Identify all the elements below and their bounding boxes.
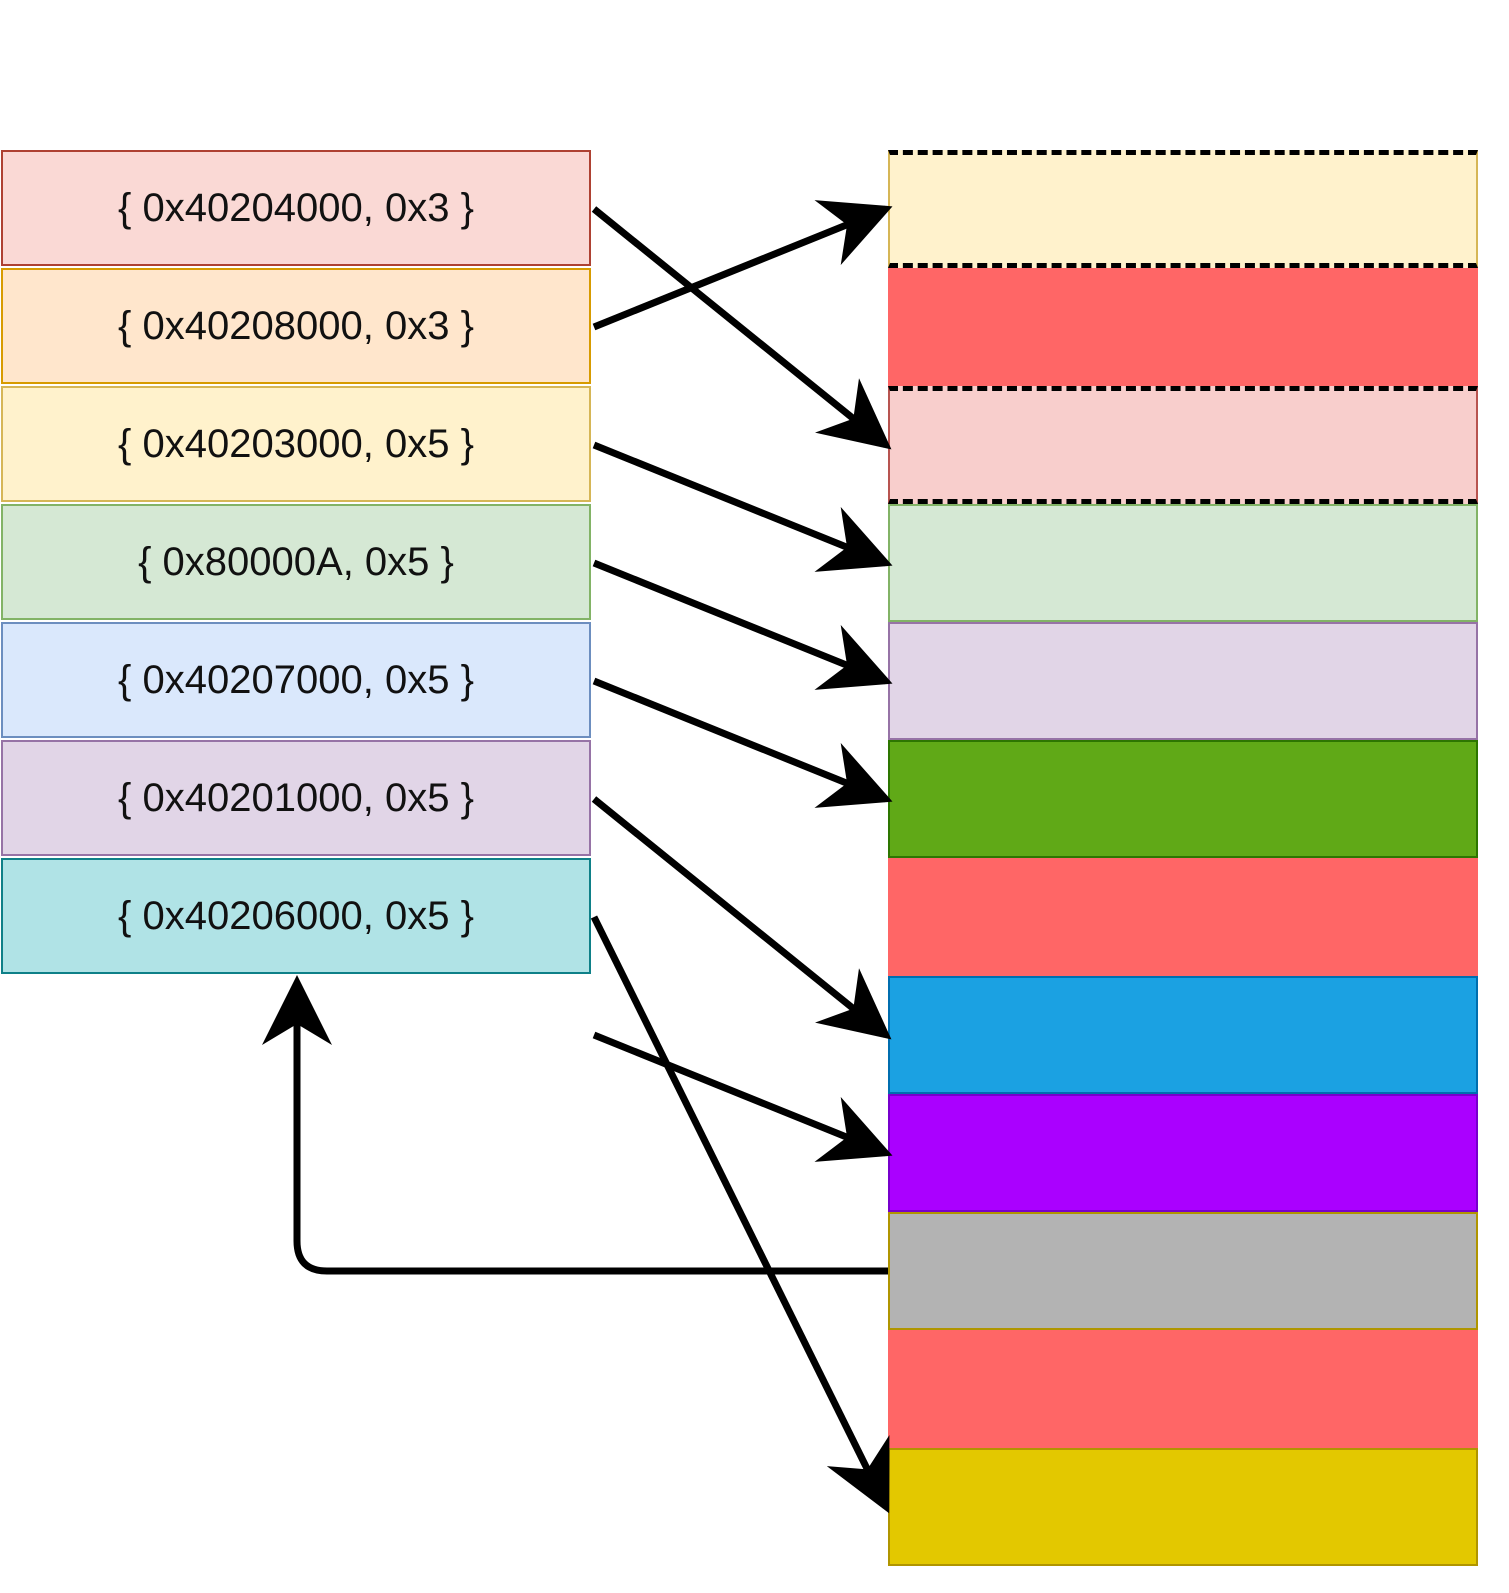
memory-block-8 (888, 1094, 1478, 1212)
memory-block-6 (888, 858, 1478, 976)
arrow-7 (592, 1031, 893, 1162)
arrow-5 (591, 796, 892, 1040)
memory-block-1 (888, 268, 1478, 386)
table-entry-1: { 0x40208000, 0x3 } (1, 268, 591, 384)
arrow-3 (592, 559, 893, 690)
table-entry-4: { 0x40207000, 0x5 } (1, 622, 591, 738)
memory-block-2 (888, 386, 1478, 504)
table-entry-5: { 0x40201000, 0x5 } (1, 740, 591, 856)
memory-block-10 (888, 1330, 1478, 1448)
table-entry-2: { 0x40203000, 0x5 } (1, 386, 591, 502)
arrow-1 (592, 200, 893, 331)
arrow-2 (592, 441, 893, 572)
memory-block-3 (888, 504, 1478, 622)
table-entry-6: { 0x40206000, 0x5 } (1, 858, 591, 974)
arrow-0 (591, 206, 892, 450)
table-entry-3: { 0x80000A, 0x5 } (1, 504, 591, 620)
return-arrow (262, 975, 888, 1275)
arrow-4 (592, 677, 893, 808)
memory-block-0 (888, 150, 1478, 268)
memory-block-7 (888, 976, 1478, 1094)
memory-block-9 (888, 1212, 1478, 1330)
memory-block-5 (888, 740, 1478, 858)
table-entry-0: { 0x40204000, 0x3 } (1, 150, 591, 266)
memory-block-4 (888, 622, 1478, 740)
arrow-6 (590, 915, 890, 1514)
